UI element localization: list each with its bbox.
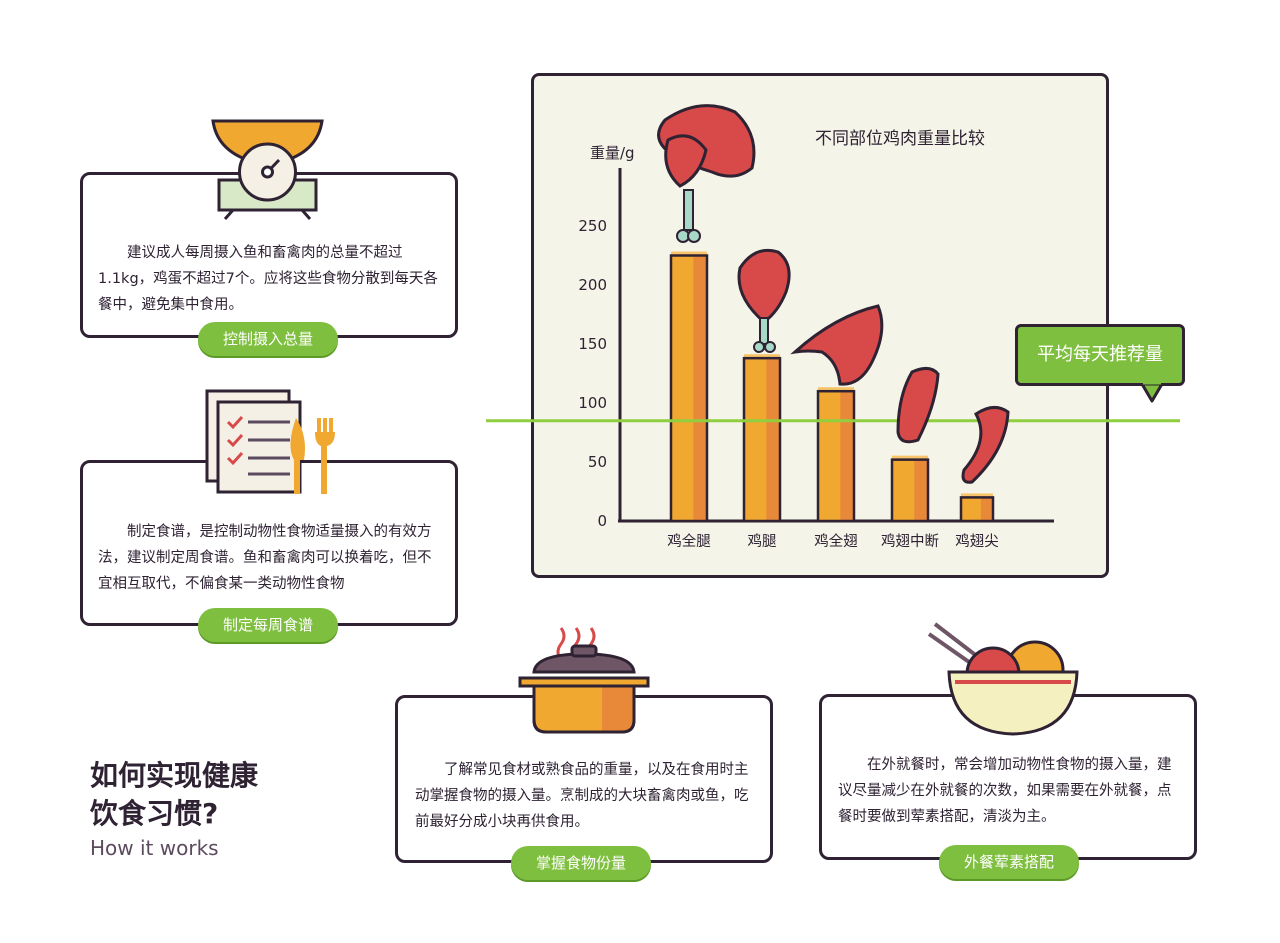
bar-cap [671,251,707,256]
cooking-pot-icon [518,627,650,734]
card-control-intake-text: 建议成人每周摄入鱼和畜禽肉的总量不超过1.1kg，鸡蛋不超过7个。应将这些食物分… [98,245,438,313]
y-tick-label: 150 [578,335,607,353]
chicken-drumstick-icon [657,104,756,243]
knife-fork-icon [290,418,335,494]
y-tick-group: 0 50 100 150 200 250 [578,217,607,530]
chicken-wing-icon [790,304,884,386]
chicken-leg-icon [737,248,791,353]
category-label: 鸡全翅 [814,532,858,550]
bar-cap [961,493,993,498]
category-label-group: 鸡全腿 鸡腿 鸡全翅 鸡翅中断鸡翅尖 [667,532,999,550]
bar [816,387,856,523]
category-label: 鸡翅中断 [881,533,939,550]
bar-outline [890,458,930,523]
bar-group [669,251,995,523]
bar-outline [669,254,709,523]
y-tick-label: 100 [578,394,607,412]
bar-outline [742,356,782,523]
chart-ylabel: 重量/g [590,144,635,162]
rice-bowl-icon [927,622,1079,736]
bar [742,354,782,523]
bar [669,251,709,523]
bar-cap [744,354,780,359]
page-title: 如何实现健康 饮食习惯? [90,757,258,833]
bar-shade [693,255,707,521]
category-label: 鸡翅尖 [955,533,999,550]
chicken-wing-mid-icon [896,367,940,444]
tag-eating-out: 外餐荤素搭配 [939,845,1079,879]
bar-shade [766,358,780,521]
tag-pointer [1140,383,1164,403]
chart-title: 不同部位鸡肉重量比较 [815,129,985,149]
category-label: 鸡腿 [748,533,777,550]
bar-outline [959,496,995,523]
y-tick-label: 0 [597,512,607,530]
y-tick-label: 50 [588,453,607,471]
bar-cap [892,455,928,460]
bar-cap [818,387,854,392]
bar-shade [914,459,928,521]
scale-icon [211,119,324,220]
card-weekly-menu-text: 制定食谱，是控制动物性食物适量摄入的有效方法，建议制定周食谱。鱼和畜禽肉可以换着… [98,524,432,592]
bar-outline [816,389,856,523]
card-portion-control-text: 了解常见食材或熟食品的重量，以及在食用时主动掌握食物的摄入量。烹制成的大块畜禽肉… [415,762,749,830]
page-subtitle: How it works [90,836,219,860]
tag-weekly-menu: 制定每周食谱 [198,608,338,642]
category-label: 鸡全腿 [667,532,711,550]
bar-shade [980,497,993,521]
y-tick-label: 200 [578,276,607,294]
bar [959,493,995,523]
bar-shade [840,391,854,521]
reference-line-label: 平均每天推荐量 [1015,324,1185,386]
page-title-line1: 如何实现健康 [90,759,259,792]
y-tick-label: 250 [578,217,607,235]
tag-portion-control: 掌握食物份量 [511,846,651,880]
page-title-line2: 饮食习惯? [90,797,219,830]
bar [890,455,930,523]
tag-control-intake: 控制摄入总量 [198,322,338,356]
menu-list-icon [205,389,302,494]
card-eating-out-text: 在外就餐时，常会增加动物性食物的摄入量，建议尽量减少在外就餐的次数，如果需要在外… [838,757,1172,825]
chicken-wing-tip-icon [961,406,1010,484]
